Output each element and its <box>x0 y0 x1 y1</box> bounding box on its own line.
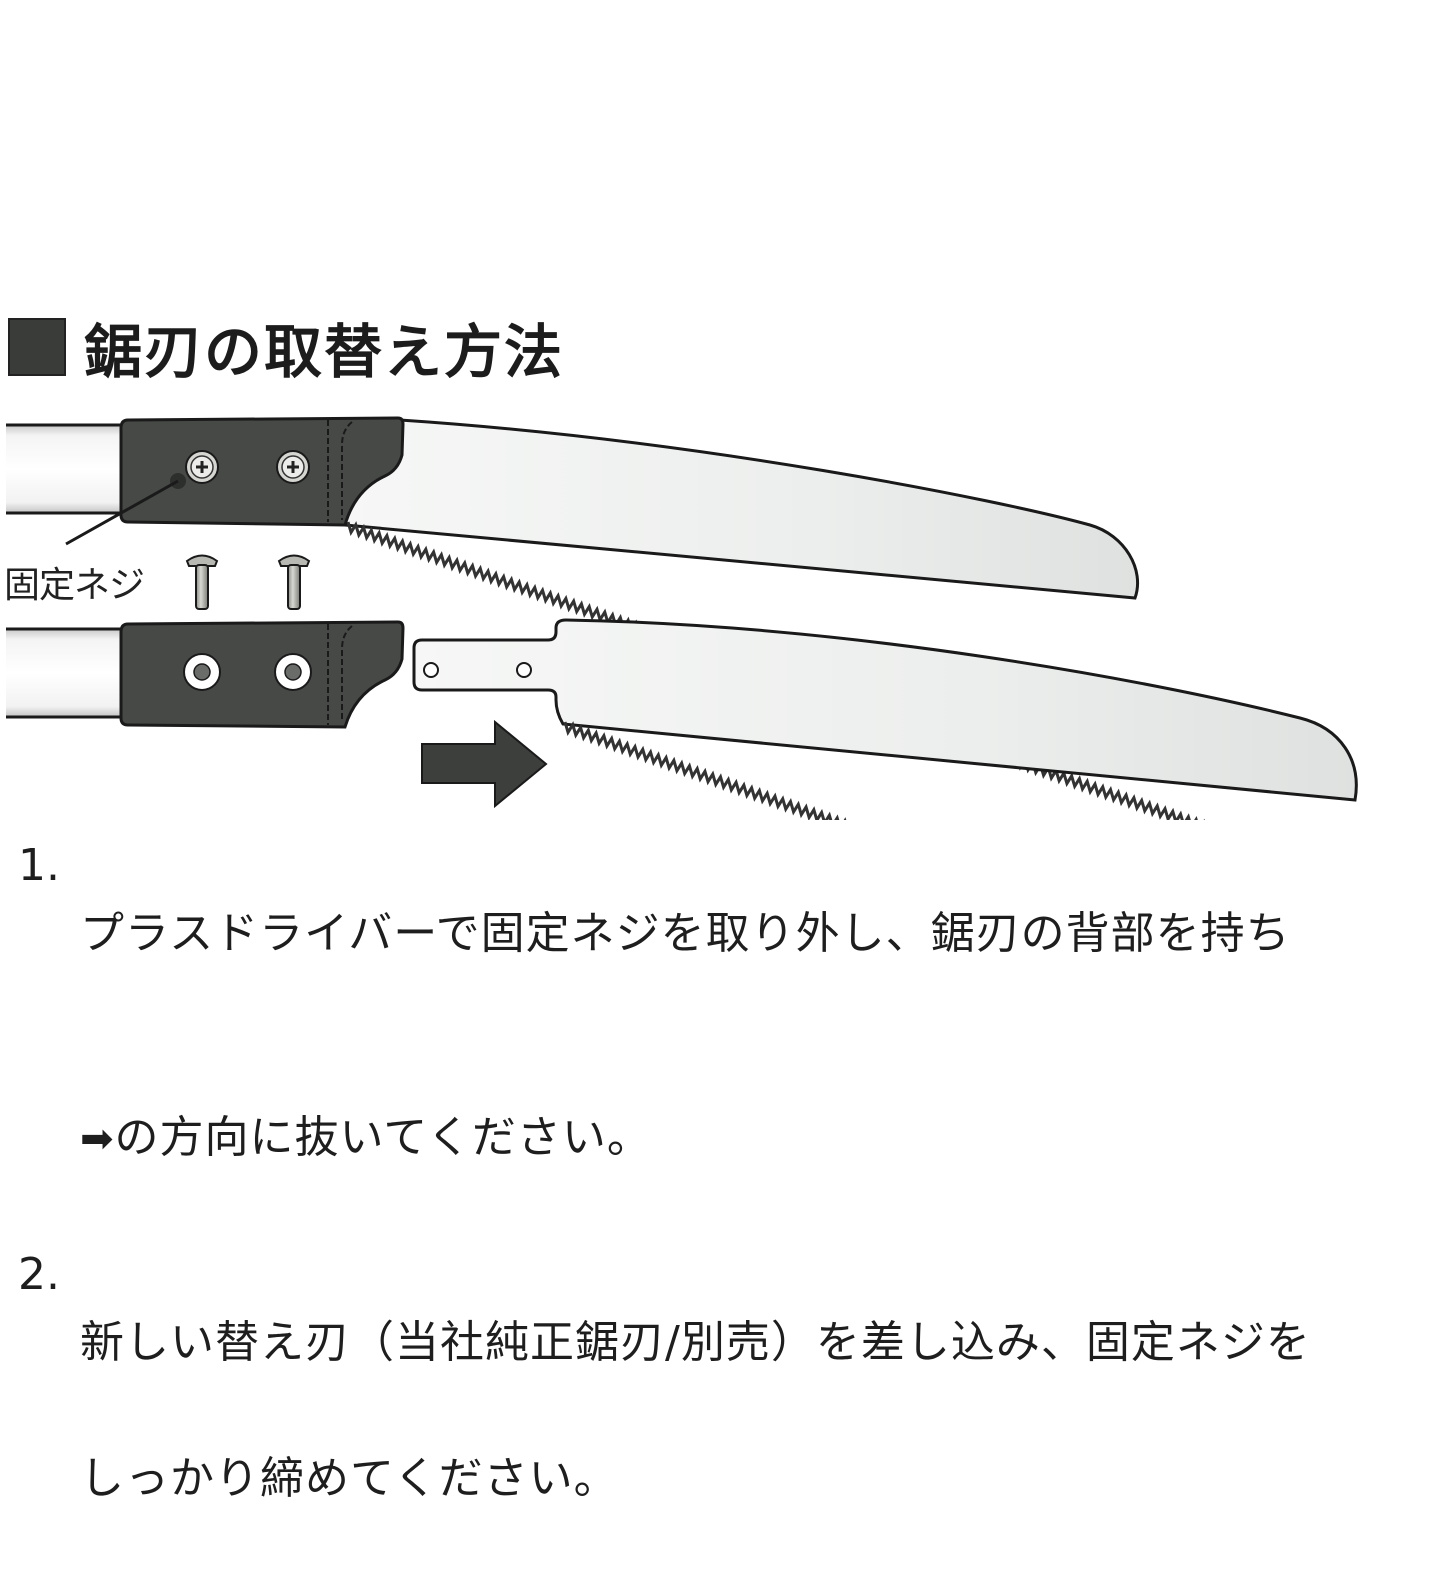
blade-hole-icon <box>516 662 532 678</box>
title-text: 鋸刃の取替え方法 <box>84 318 565 386</box>
step-number: 1. <box>18 840 60 891</box>
screw-icon <box>185 554 219 610</box>
section-title: 鋸刃の取替え方法 <box>8 312 564 386</box>
step-1: 1. プラスドライバーで固定ネジを取り外し、鋸刃の背部を持ち ➡の方向に抜いてく… <box>18 832 1448 1241</box>
blade-top <box>343 418 1140 600</box>
step-2: 2. 新しい替え刃（当社純正鋸刃/別売）を差し込み、固定ネジを しっかり締めてく… <box>18 1241 1448 1581</box>
step-text-line: の方向に抜いてください。 <box>114 1112 652 1163</box>
assembled-saw <box>6 416 1341 820</box>
leader-line <box>65 479 179 546</box>
blade-bottom <box>412 618 1358 802</box>
screw-hole-icon <box>183 653 221 691</box>
handle-collar-bottom <box>119 620 405 729</box>
step-number: 2. <box>18 1249 60 1300</box>
screw-head-icon <box>185 450 219 484</box>
screw-head-icon <box>276 450 310 484</box>
saw-blade-replacement-illustration <box>6 416 1448 820</box>
screw-icon <box>277 554 311 610</box>
replacement-blade <box>412 618 1448 820</box>
screw-label: 固定ネジ <box>4 565 145 606</box>
instruction-steps: 1. プラスドライバーで固定ネジを取り外し、鋸刃の背部を持ち ➡の方向に抜いてく… <box>18 832 1448 1581</box>
screw-hole-icon <box>274 653 312 691</box>
teeth-bottom <box>563 721 1448 820</box>
right-arrow-icon <box>421 719 548 809</box>
right-arrow-icon: ➡ <box>80 1116 115 1162</box>
step-text-line: しっかり締めてください。 <box>80 1453 619 1504</box>
grip-top <box>6 425 126 513</box>
handle-collar-top <box>119 416 405 527</box>
grip-bottom <box>6 629 126 717</box>
square-bullet-icon <box>8 318 66 376</box>
step-text-line: 新しい替え刃（当社純正鋸刃/別売）を差し込み、固定ネジを <box>80 1317 1311 1368</box>
empty-handle <box>6 620 405 729</box>
step-text-line: プラスドライバーで固定ネジを取り外し、鋸刃の背部を持ち <box>80 908 1291 959</box>
blade-hole-icon <box>423 662 439 678</box>
loose-screws <box>185 554 311 610</box>
